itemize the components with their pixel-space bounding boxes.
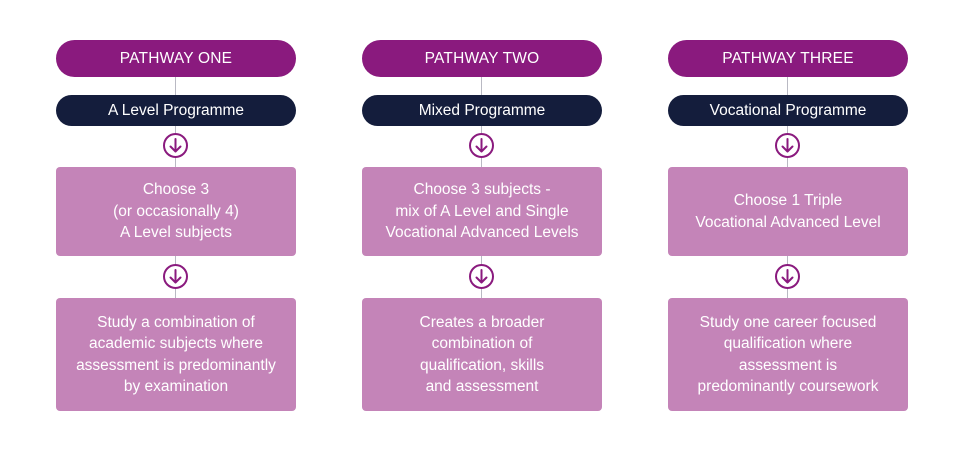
pathway-column-one: PATHWAY ONE A Level Programme Choose 3 (… [56, 0, 296, 455]
pathway-title-pill: PATHWAY ONE [56, 40, 296, 77]
programme-label: Mixed Programme [418, 101, 546, 119]
connector-line [175, 76, 176, 95]
programme-label: Vocational Programme [709, 101, 867, 119]
down-arrow-icon [469, 264, 494, 289]
subject-choice-text: Choose 1 Triple Vocational Advanced Leve… [695, 192, 881, 231]
subject-choice-text: Choose 3 (or occasionally 4) A Level sub… [113, 181, 239, 242]
subject-choice-box: Choose 3 subjects - mix of A Level and S… [362, 167, 602, 256]
programme-pill: Mixed Programme [362, 95, 602, 126]
subject-choice-box: Choose 3 (or occasionally 4) A Level sub… [56, 167, 296, 256]
programme-pill: Vocational Programme [668, 95, 908, 126]
pathway-title: PATHWAY THREE [722, 49, 854, 67]
pathway-column-three: PATHWAY THREE Vocational Programme Choos… [668, 0, 908, 455]
pathway-title-pill: PATHWAY TWO [362, 40, 602, 77]
pathway-title: PATHWAY TWO [424, 49, 540, 67]
subject-choice-box: Choose 1 Triple Vocational Advanced Leve… [668, 167, 908, 256]
description-box: Study a combination of academic subjects… [56, 298, 296, 411]
programme-pill: A Level Programme [56, 95, 296, 126]
down-arrow-icon [163, 133, 188, 158]
down-arrow-icon [775, 133, 800, 158]
connector-line [787, 76, 788, 95]
description-box: Creates a broader combination of qualifi… [362, 298, 602, 411]
description-text: Study a combination of academic subjects… [76, 313, 276, 396]
description-text: Creates a broader combination of qualifi… [419, 313, 545, 396]
down-arrow-icon [775, 264, 800, 289]
description-text: Study one career focused qualification w… [697, 313, 879, 396]
down-arrow-icon [163, 264, 188, 289]
pathway-title-pill: PATHWAY THREE [668, 40, 908, 77]
subject-choice-text: Choose 3 subjects - mix of A Level and S… [385, 181, 579, 242]
down-arrow-icon [469, 133, 494, 158]
pathway-title: PATHWAY ONE [119, 49, 233, 67]
pathway-column-two: PATHWAY TWO Mixed Programme Choose 3 sub… [362, 0, 602, 455]
programme-label: A Level Programme [107, 101, 245, 119]
description-box: Study one career focused qualification w… [668, 298, 908, 411]
connector-line [481, 76, 482, 95]
